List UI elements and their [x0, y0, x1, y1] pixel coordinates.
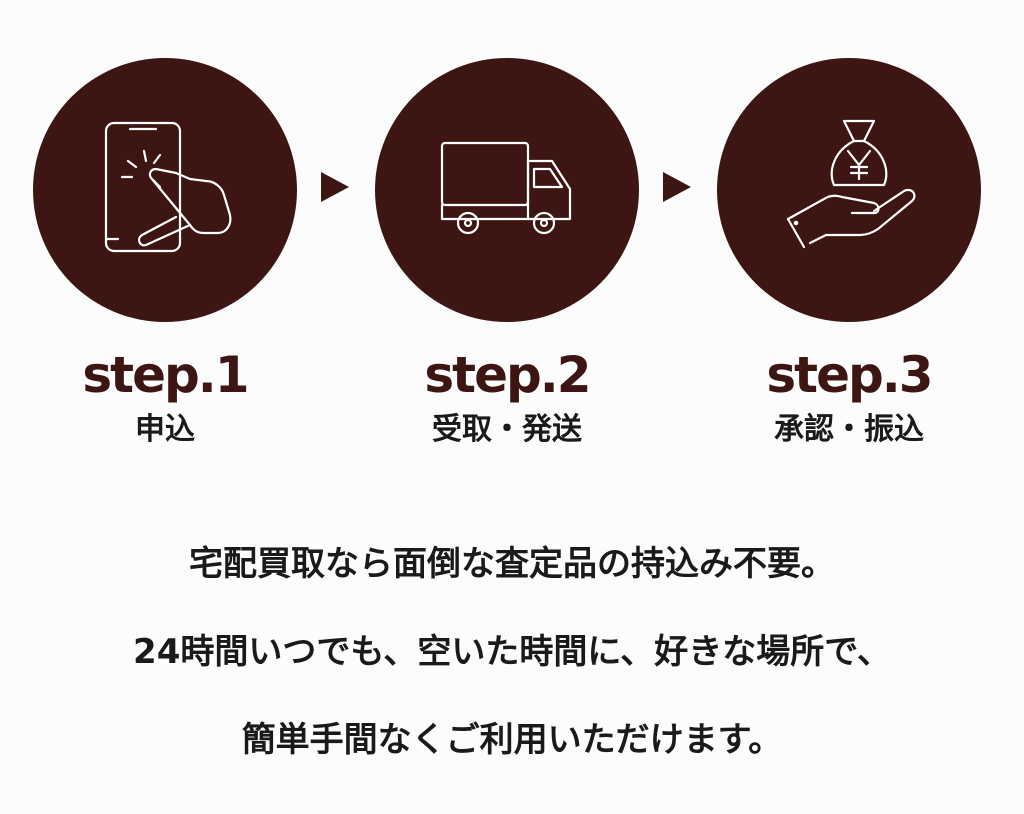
smartphone-tap-icon	[104, 121, 232, 253]
chevron-right-icon	[321, 172, 349, 202]
chevron-right-icon	[663, 172, 691, 202]
step-2-title: step.2	[424, 346, 591, 404]
delivery-truck-icon	[440, 141, 572, 235]
step-2: step.2 受取・発送	[375, 58, 639, 450]
step-2-subtitle: 受取・発送	[432, 412, 582, 447]
step-3: step.3 承認・振込	[717, 58, 981, 450]
step-2-circle	[375, 58, 639, 322]
yen-money-bag-hand-icon	[786, 119, 916, 249]
description-line-3: 簡単手間なくご利用いただけます。	[241, 720, 783, 760]
description-line-2: 24時間いつでも、空いた時間に、好きな場所で、	[133, 632, 891, 672]
step-1: step.1 申込	[33, 58, 297, 450]
step-1-circle	[33, 58, 297, 322]
description-text: 宅配買取なら面倒な査定品の持込み不要。 24時間いつでも、空いた時間に、好きな場…	[0, 520, 1024, 784]
step-flow: step.1 申込 step.2 受取・発送	[33, 58, 981, 450]
step-1-subtitle: 申込	[135, 412, 195, 447]
step-1-title: step.1	[82, 346, 249, 404]
description-line-1: 宅配買取なら面倒な査定品の持込み不要。	[189, 544, 835, 584]
step-3-circle	[717, 58, 981, 322]
step-3-title: step.3	[766, 346, 933, 404]
step-3-subtitle: 承認・振込	[774, 412, 924, 447]
